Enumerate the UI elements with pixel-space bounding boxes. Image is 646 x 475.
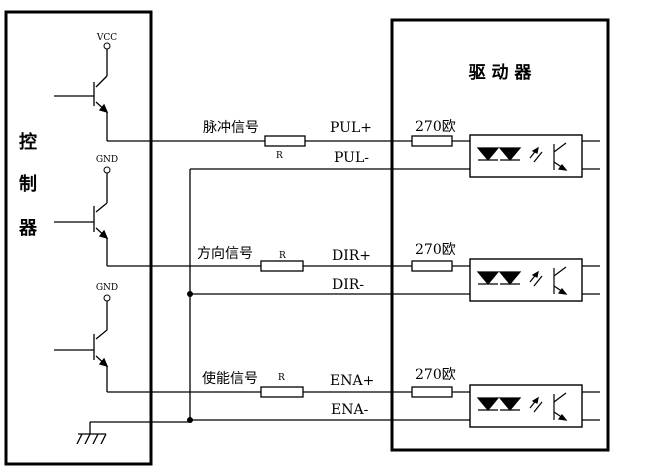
driver-box xyxy=(390,18,610,452)
driver-resistor xyxy=(411,260,453,272)
gnd-terminal-1: GND xyxy=(96,155,118,174)
resistor-label: R xyxy=(278,373,285,383)
driver-title: 驱 动 器 xyxy=(469,63,533,83)
resistor xyxy=(260,386,304,398)
optocoupler xyxy=(469,384,583,428)
neg-terminal-label: DIR- xyxy=(332,277,364,293)
transistor-3 xyxy=(54,301,261,393)
pos-terminal-label: PUL+ xyxy=(330,120,372,136)
driver-resistor-label: 270欧 xyxy=(415,242,456,258)
resistor-label: R xyxy=(279,251,286,261)
earth-ground-symbol xyxy=(76,422,107,445)
signal-label: 使能信号 xyxy=(202,370,258,387)
channel-ena: 使能信号 R ENA+ ENA- 270欧 xyxy=(202,367,600,428)
pos-terminal-label: DIR+ xyxy=(332,248,371,264)
vcc-label: VCC xyxy=(96,33,117,43)
driver-resistor-label: 270欧 xyxy=(415,367,456,383)
signal-label: 方向信号 xyxy=(197,246,253,262)
controller-label-char: 器 xyxy=(18,218,38,239)
neg-terminal-label: ENA- xyxy=(331,402,369,418)
channel-dir: 方向信号 R DIR+ DIR- 270欧 xyxy=(197,242,600,302)
gnd-label: GND xyxy=(96,155,118,165)
driver-resistor xyxy=(411,386,453,398)
controller-label-char: 控 xyxy=(19,131,37,153)
optocoupler xyxy=(469,258,583,302)
gnd-label: GND xyxy=(96,283,118,293)
resistor xyxy=(264,135,306,147)
channel-pul: 脉冲信号 R PUL+ PUL- 270欧 xyxy=(203,119,600,178)
driver-resistor-label: 270欧 xyxy=(415,119,456,135)
signal-label: 脉冲信号 xyxy=(203,120,259,136)
controller-box xyxy=(4,10,153,466)
junction-dot xyxy=(187,417,193,423)
transistor-2 xyxy=(54,173,261,267)
vcc-terminal: VCC xyxy=(96,33,117,50)
resistor xyxy=(260,260,304,272)
junction-dot xyxy=(187,291,193,297)
controller-label-char: 制 xyxy=(19,174,37,195)
pos-terminal-label: ENA+ xyxy=(330,373,374,389)
neg-terminal-label: PUL- xyxy=(334,150,369,166)
gnd-terminal-2: GND xyxy=(96,283,118,302)
optocoupler xyxy=(469,134,583,178)
transistor-1 xyxy=(54,49,265,142)
driver-resistor xyxy=(411,135,453,147)
resistor-label: R xyxy=(276,151,283,161)
